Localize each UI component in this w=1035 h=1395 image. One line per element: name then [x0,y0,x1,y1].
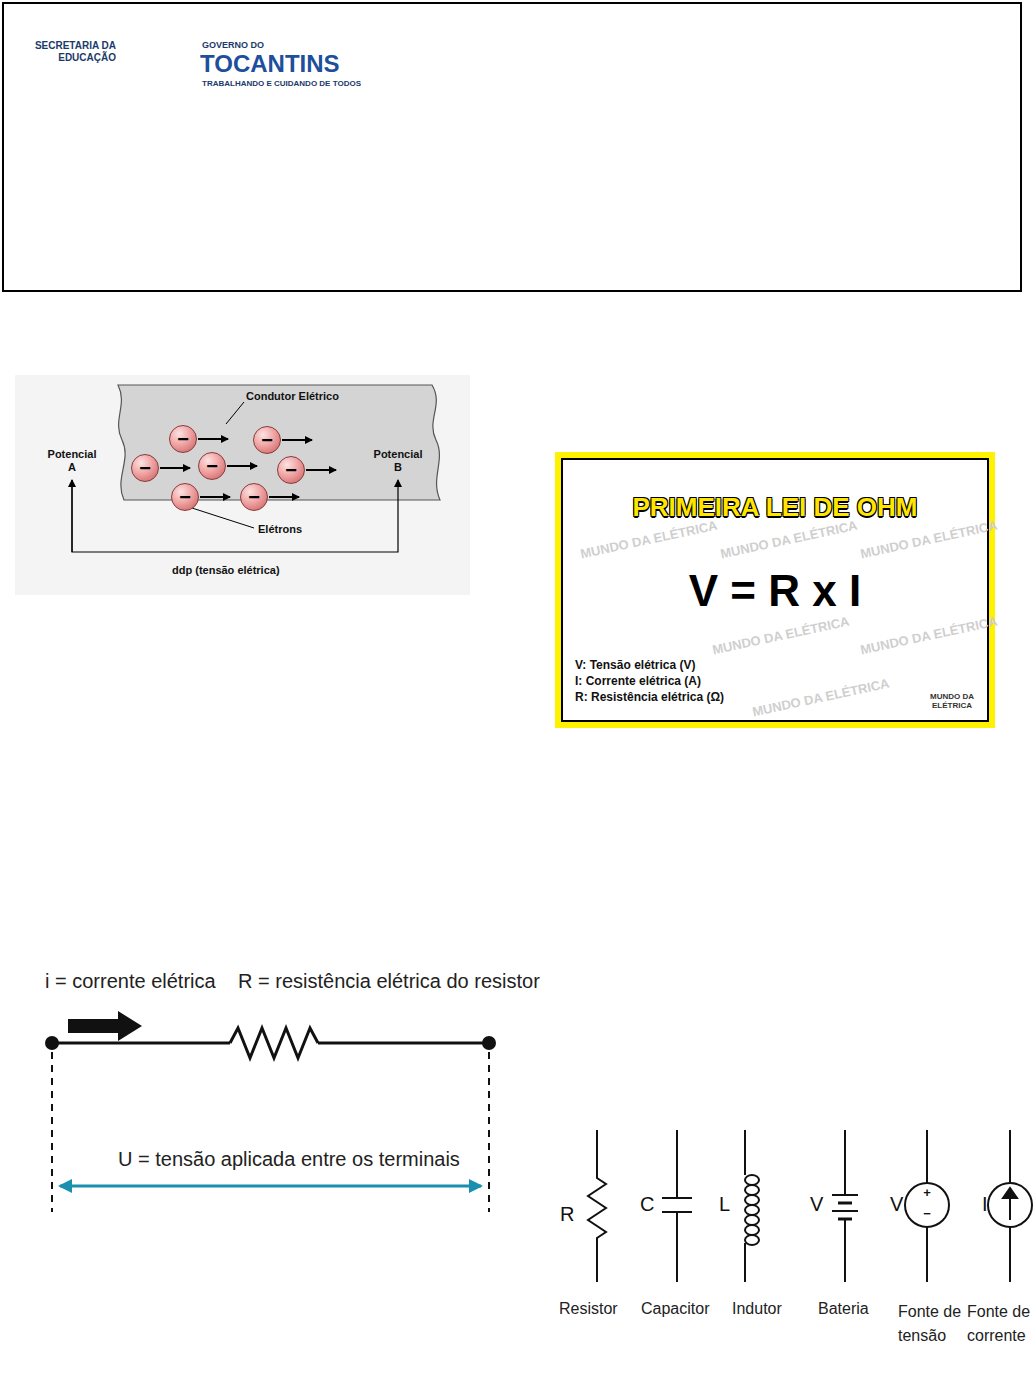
ddp-label: ddp (tensão elétrica) [172,564,280,576]
resistor-circuit [45,1011,496,1212]
electron: − [240,483,268,511]
legend-line: V: Tensão elétrica (V) [575,658,696,672]
leader-lines [192,402,254,528]
watermark: MUNDO DA ELÉTRICA [579,518,719,562]
polarity-sign: − [905,1204,949,1224]
coil-turn [745,1215,759,1225]
component-name: Capacitor [641,1300,709,1318]
symbol-letter: R [560,1203,574,1226]
symbol-letter: C [640,1193,654,1216]
logo-text: SECRETARIA DA EDUCAÇÃO [24,40,116,64]
electron-sign: − [199,453,225,479]
figure-ground [15,375,470,595]
coil-turn [745,1195,759,1205]
electron-sign: − [170,426,196,452]
resistance-label: R = resistência elétrica do resistor [238,970,540,993]
header-box: SECRETARIA DA EDUCAÇÃO GOVERNO DOTOCANTIN… [2,2,1022,292]
component-name: Indutor [732,1300,782,1318]
ohm-card: PRIMEIRA LEI DE OHM V = R x I V: Tensão el… [555,452,995,728]
logo-slogan: TRABALHANDO E CUIDANDO DE TODOS [202,79,361,88]
legend-line: I: Corrente elétrica (A) [575,674,701,688]
coil-turn [745,1205,759,1215]
electron-sign: − [241,484,267,510]
legend-line: R: Resistência elétrica (Ω) [575,690,724,704]
callout-label: Elétrons [258,523,302,535]
coil-turn [745,1175,759,1185]
electron: − [277,456,305,484]
component-name: Fonte de tensão [898,1300,962,1348]
electron-sign: − [172,484,198,510]
logo-text: GOVERNO DO [202,40,264,50]
current-label: i = corrente elétrica [45,970,216,993]
symbol-letter: V [890,1193,903,1216]
component-name: Resistor [559,1300,618,1318]
symbol-letter: I [982,1193,988,1216]
watermark: MUNDO DA ELÉTRICA [751,676,891,720]
symbol-letter: V [810,1193,823,1216]
component-name: Fonte de corrente [967,1300,1031,1348]
conductor-band [118,385,440,500]
electron: − [169,425,197,453]
ohm-formula: V = R x I [561,566,989,616]
coil-turn [745,1185,759,1195]
watermark: MUNDO DA ELÉTRICA [859,518,999,562]
watermark: MUNDO DA ELÉTRICA [859,614,999,658]
card-title: PRIMEIRA LEI DE OHM [561,492,989,523]
electron: − [198,452,226,480]
watermark: MUNDO DA ELÉTRICA [719,518,859,562]
polarity-sign: + [905,1183,949,1203]
electron: − [171,483,199,511]
callout-label: Condutor Elétrico [246,390,339,402]
brand-logo: MUNDO DA ELÉTRICA [927,692,977,710]
electron: − [131,454,159,482]
electron-sign: − [132,455,158,481]
voltage-source: +− [905,1183,949,1227]
coil-turn [745,1225,759,1235]
electron-sign: − [278,457,304,483]
component-symbols [588,1130,1032,1282]
potential-label: Potencial B [370,448,426,474]
coil-turn [745,1235,759,1245]
logo-title: TOCANTINS [200,50,340,78]
watermark: MUNDO DA ELÉTRICA [711,614,851,658]
voltage-label: U = tensão aplicada entre os terminais [118,1148,460,1171]
symbol-letter: L [719,1193,730,1216]
ddp-bracket [72,480,398,552]
electron: − [253,426,281,454]
potential-label: Potencial A [44,448,100,474]
component-name: Bateria [818,1300,869,1318]
electron-sign: − [254,427,280,453]
